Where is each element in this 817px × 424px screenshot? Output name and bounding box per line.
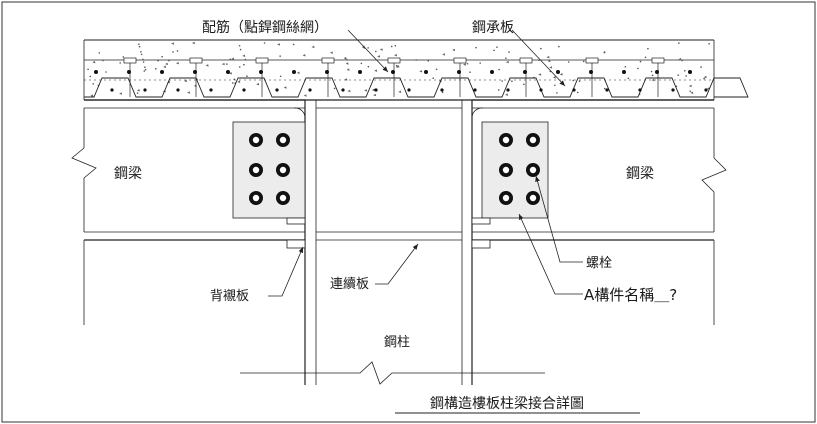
rebar-dot — [671, 88, 675, 92]
rebar-dot — [457, 70, 461, 74]
shear-stud — [189, 57, 203, 64]
rebar-dot — [589, 70, 593, 74]
label-column: 鋼柱 — [384, 335, 410, 350]
bolt-hole — [279, 166, 287, 174]
label-backing: 背襯板 — [210, 288, 249, 304]
rebar-dot — [622, 70, 626, 74]
deck-profile — [84, 77, 749, 98]
rebar-dot — [292, 70, 296, 74]
shear-stud — [123, 57, 137, 64]
shear-stud — [255, 57, 269, 64]
bolt-hole — [529, 194, 537, 202]
backing-bar-left — [286, 217, 306, 225]
bolt-hole — [252, 166, 260, 174]
access-hole — [293, 107, 306, 120]
rebar-dot — [308, 88, 312, 92]
label-deck: 鋼承板 — [472, 20, 514, 36]
bolt-hole — [279, 136, 287, 144]
shear-stud — [321, 57, 335, 64]
rebar-dot — [160, 70, 164, 74]
rebar-dot — [226, 70, 230, 74]
backing-bar-right — [471, 239, 491, 249]
drawing-title: 鋼構造樓板柱梁接合詳圖 — [430, 395, 584, 412]
shear-stud — [519, 57, 533, 64]
backing-bar-right — [471, 217, 491, 225]
leader-lines — [268, 29, 583, 297]
rebar-dot — [374, 88, 378, 92]
rebar-dot — [94, 70, 98, 74]
shear-stud — [651, 57, 665, 64]
rebar-dot — [688, 70, 692, 74]
bolt-hole — [529, 136, 537, 144]
rebar-dot — [490, 70, 494, 74]
rebar-dot — [193, 70, 197, 74]
access-hole — [471, 107, 484, 120]
rebar-dot — [341, 88, 345, 92]
steel-beam-left — [71, 99, 305, 325]
rebar-dot — [143, 88, 147, 92]
shear-stud — [585, 57, 599, 64]
rebar-dot — [523, 70, 527, 74]
rebar-dot — [110, 88, 114, 92]
rebar-dot — [473, 88, 477, 92]
shear-stud — [387, 57, 401, 64]
bolt-hole — [502, 136, 510, 144]
rebar-dot — [259, 70, 263, 74]
label-beam-left: 鋼梁 — [114, 166, 142, 182]
label-beam-right: 鋼梁 — [626, 166, 654, 182]
rebar-dot — [539, 88, 543, 92]
rebar-dot — [209, 88, 213, 92]
rebar-dot — [572, 88, 576, 92]
rebar-dot — [275, 88, 279, 92]
bolt-hole — [252, 194, 260, 202]
rebar-dot — [605, 88, 609, 92]
shear-stud — [453, 57, 467, 64]
rebar-dot — [127, 70, 131, 74]
label-rebar: 配筋（點銲鋼絲網） — [202, 19, 328, 36]
rebar-dot — [556, 70, 560, 74]
rebar-dot — [506, 88, 510, 92]
label-continuity: 連續板 — [330, 277, 369, 292]
bolt-hole — [279, 194, 287, 202]
bolt-hole — [529, 166, 537, 174]
bolt-group — [249, 133, 540, 205]
rebar-dot — [424, 70, 428, 74]
rebar-dot — [176, 88, 180, 92]
rebar-dot — [325, 70, 329, 74]
shear-tab-left — [232, 121, 306, 219]
rebar-dot — [440, 88, 444, 92]
bolt-hole — [502, 194, 510, 202]
rebar-dot — [655, 70, 659, 74]
bolt-hole — [252, 136, 260, 144]
backing-bar-left — [286, 239, 306, 249]
label-bolt: 螺栓 — [586, 256, 612, 271]
steel-beam-right — [472, 99, 727, 325]
label-component: A構件名稱＿? — [584, 286, 677, 304]
rebar-dot — [407, 88, 411, 92]
shear-studs — [94, 57, 708, 97]
rebar-dot — [638, 88, 642, 92]
steel-deck — [84, 77, 749, 98]
rebar-dot — [391, 70, 395, 74]
rebar-dot — [704, 88, 708, 92]
rebar-dot — [358, 70, 362, 74]
rebar-dot — [242, 88, 246, 92]
bolt-hole — [502, 166, 510, 174]
